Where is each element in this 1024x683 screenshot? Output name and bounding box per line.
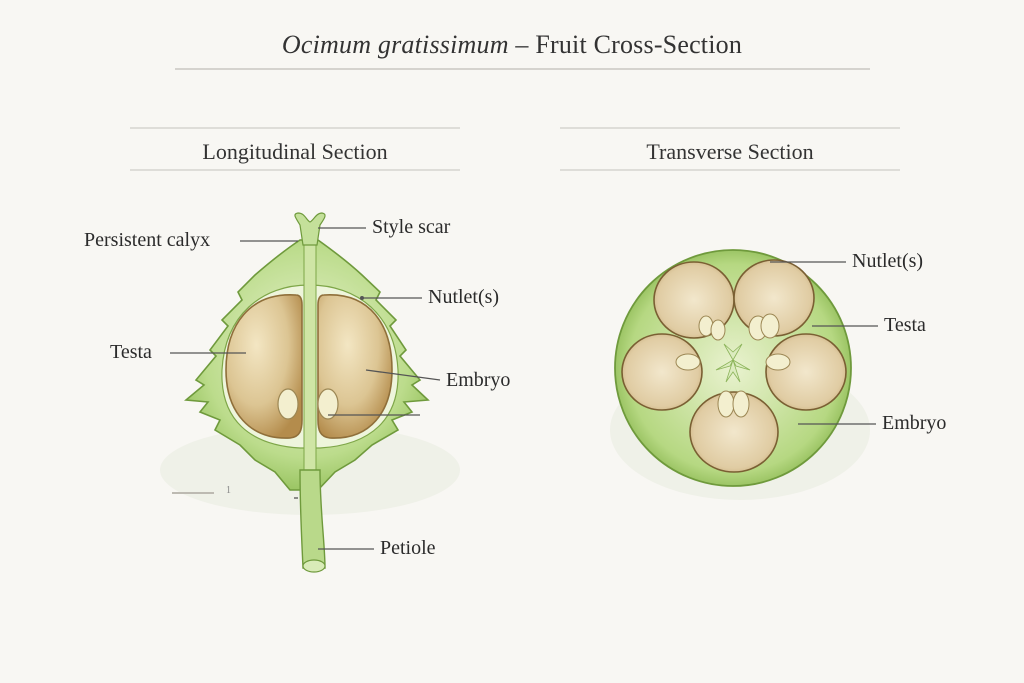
longitudinal-section-heading: Longitudinal Section [202,139,388,164]
scale-mark-label: 1 [226,485,231,496]
label-embryo-left: Embryo [446,369,511,391]
leader-dot-nutlets [360,296,364,300]
label-nutlets-right: Nutlet(s) [852,250,924,272]
page-title: Ocimum gratissimum – Fruit Cross-Section [0,30,1024,60]
embryo-top-left-b [710,319,726,341]
central-axis [303,239,317,471]
label-nutlets-left: Nutlet(s) [428,286,500,308]
label-embryo-right: Embryo [882,412,947,434]
petiole-cut-end [302,559,326,573]
central-column [715,343,751,383]
transverse-nutlet-left [621,333,703,411]
transverse-nutlet-bottom [689,391,779,473]
style [294,212,326,246]
transverse-embryos [675,313,791,418]
title-separator: – [508,30,536,59]
embryo-right [765,353,791,371]
embryo-left [675,353,701,371]
transverse-section-drawing [610,249,870,500]
label-persistent-calyx: Persistent calyx [84,229,211,251]
transverse-section-heading: Transverse Section [646,139,814,164]
transverse-nutlet-cells [621,259,847,473]
embryo-bottom-a [717,390,735,418]
left-embryo [277,388,299,420]
leader-embryo-left-top [365,369,441,381]
right-embryo [317,388,339,420]
embryo-top-right-b [760,313,780,339]
transverse-nutlet-right [765,333,847,411]
label-testa-right: Testa [884,314,926,336]
title-rest: Fruit Cross-Section [535,30,743,59]
longitudinal-section-drawing [160,212,460,573]
title-species: Ocimum gratissimum [281,30,509,59]
label-petiole: Petiole [380,537,436,559]
label-testa-left: Testa [110,341,152,363]
label-style-scar: Style scar [372,216,451,238]
leader-lines [170,227,878,550]
embryo-bottom-b [732,390,750,418]
